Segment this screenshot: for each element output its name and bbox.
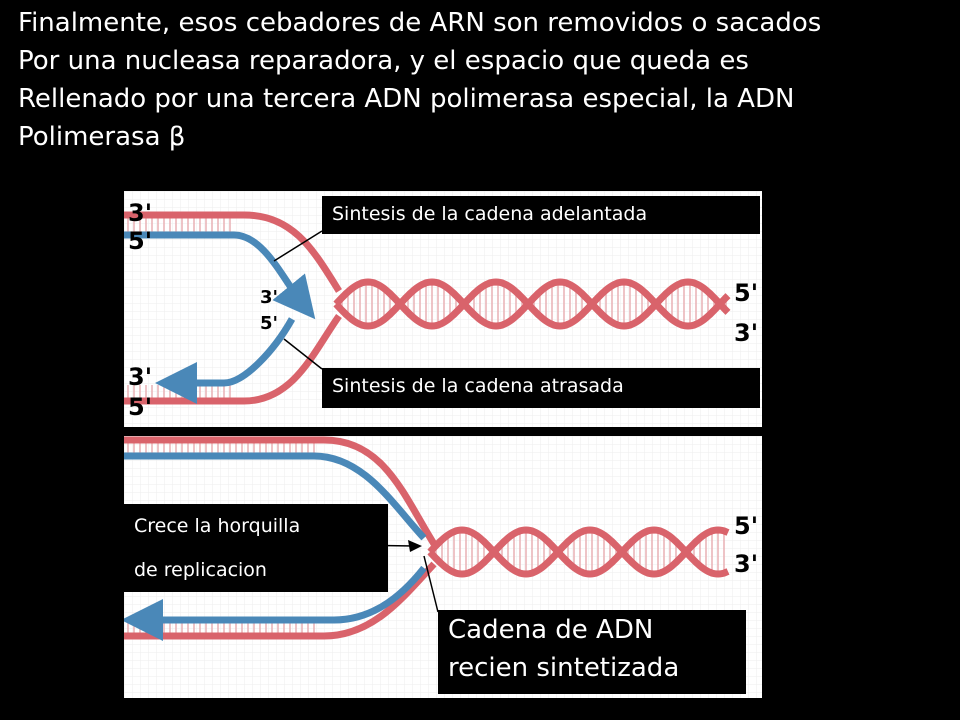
lagging-strand bbox=[155, 317, 296, 404]
intro-line-2: Por una nucleasa reparadora, y el espaci… bbox=[18, 46, 749, 76]
label-right-5-bottom: 5' bbox=[734, 512, 758, 540]
leading-strand bbox=[124, 231, 316, 320]
new-strand-label: Cadena de ADN recien sintetizada bbox=[438, 610, 746, 694]
leading-strand-label: Sintesis de la cadena adelantada bbox=[322, 196, 760, 234]
intro-line-1: Finalmente, esos cebadores de ARN son re… bbox=[18, 8, 822, 38]
label-right-3: 3' bbox=[734, 319, 758, 347]
parental-strand-lower bbox=[124, 313, 342, 405]
parental-strand-lower-bottom bbox=[124, 561, 437, 640]
new-strand-lower-bottom bbox=[124, 565, 427, 641]
label-right-5: 5' bbox=[734, 279, 758, 307]
fork-label-line-2: de replicacion bbox=[134, 559, 267, 581]
intro-text: Finalmente, esos cebadores de ARN son re… bbox=[18, 4, 953, 156]
label-top-left-3: 3' bbox=[128, 199, 152, 227]
new-strand-upper-bottom bbox=[124, 452, 427, 541]
new-strand-line-1: Cadena de ADN bbox=[448, 615, 654, 645]
new-strand-line-2: recien sintetizada bbox=[448, 653, 680, 683]
intro-line-4: Polimerasa β bbox=[18, 122, 186, 152]
helix-strand-b bbox=[333, 278, 731, 330]
parental-strand-upper bbox=[124, 211, 342, 293]
helix-strand-b-bottom bbox=[427, 526, 730, 578]
intro-line-3: Rellenado por una tercera ADN polimerasa… bbox=[18, 84, 795, 114]
label-mid-3: 3' bbox=[260, 287, 278, 308]
fork-growth-label: Crece la horquilla de replicacion bbox=[124, 504, 388, 592]
leading-pointer-line bbox=[273, 230, 323, 262]
label-top-left-5: 5' bbox=[128, 227, 152, 255]
fork-pointer-arrowhead bbox=[408, 540, 422, 552]
parental-strand-upper-bottom bbox=[124, 436, 437, 546]
new-strand-pointer-line bbox=[423, 555, 439, 613]
lagging-strand-label: Sintesis de la cadena atrasada bbox=[322, 368, 760, 408]
label-bot-left-3: 3' bbox=[128, 363, 152, 391]
helix-strand-a-bottom bbox=[427, 526, 730, 578]
label-mid-5: 5' bbox=[260, 313, 278, 334]
label-right-3-bottom: 3' bbox=[734, 550, 758, 578]
fork-label-line-1: Crece la horquilla bbox=[134, 515, 301, 537]
label-bot-left-5: 5' bbox=[128, 393, 152, 421]
lagging-pointer-line bbox=[283, 338, 323, 370]
